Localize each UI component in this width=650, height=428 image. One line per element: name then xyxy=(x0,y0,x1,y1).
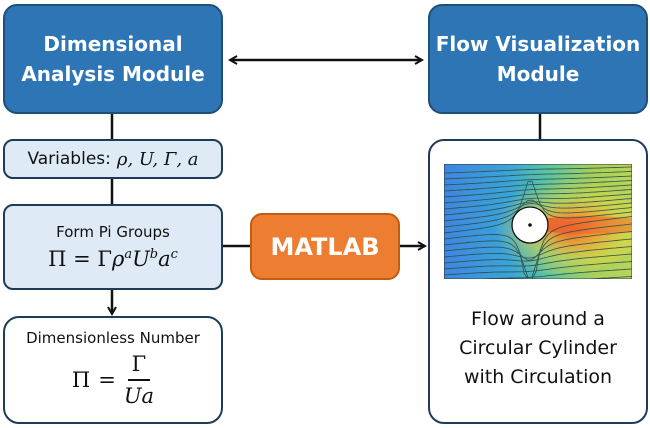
exponent-a: a xyxy=(124,247,133,262)
streamline xyxy=(444,268,632,279)
flow-visualization-title-line1: Flow Visualization xyxy=(435,32,641,56)
numerator: Γ xyxy=(127,349,151,381)
streamline xyxy=(444,184,632,198)
dimensionless-number-box: Dimensionless Number Π = Γ Ua xyxy=(3,316,223,424)
dimensional-analysis-module[interactable]: Dimensional Analysis Module xyxy=(3,4,223,114)
pi-groups-title: Form Pi Groups xyxy=(56,223,170,241)
flow-visualization-box: Flow around a Circular Cylinder with Cir… xyxy=(428,139,648,424)
streamline xyxy=(444,238,632,259)
pi-groups-equation: Π = ΓρaUbac xyxy=(48,247,178,271)
dimensional-analysis-title-line1: Dimensional xyxy=(43,32,183,56)
rho-symbol: ρ xyxy=(111,247,125,271)
pi-symbol: Π xyxy=(48,247,67,271)
gamma-symbol: Γ xyxy=(97,247,112,271)
streamline xyxy=(444,276,632,279)
streamline xyxy=(444,180,632,192)
matlab-label: MATLAB xyxy=(270,232,380,261)
equals-sign: = xyxy=(73,247,91,271)
streamline xyxy=(444,253,632,270)
streamline xyxy=(444,189,632,204)
flow-caption-line1: Flow around a xyxy=(471,308,605,330)
flow-caption: Flow around a Circular Cylinder with Cir… xyxy=(459,305,617,392)
wake-region xyxy=(539,216,632,234)
flow-caption-line2: Circular Cylinder xyxy=(459,337,617,359)
matlab-box[interactable]: MATLAB xyxy=(250,213,400,280)
flow-caption-line3: with Circulation xyxy=(463,366,613,388)
pi-groups-box: Form Pi Groups Π = ΓρaUbac xyxy=(3,204,223,290)
dimensionless-title: Dimensionless Number xyxy=(26,329,200,347)
variables-label: Variables: xyxy=(27,149,111,169)
dimensional-analysis-title-line2: Analysis Module xyxy=(21,62,205,86)
equals-sign: = xyxy=(98,368,116,392)
streamline xyxy=(444,223,632,279)
dimensionless-equation: Π = Γ Ua xyxy=(72,349,154,411)
streamline xyxy=(444,215,632,279)
streamline xyxy=(444,198,632,216)
streamline xyxy=(444,231,632,261)
streamline xyxy=(444,171,632,180)
streamline xyxy=(444,166,632,174)
exponent-b: b xyxy=(149,247,159,262)
a-symbol: a xyxy=(158,247,171,271)
variables-box: Variables: ρ, U, Γ, a xyxy=(3,139,223,179)
denominator: Ua xyxy=(123,384,155,408)
exponent-c: c xyxy=(170,247,178,262)
streamline-plot xyxy=(444,164,632,279)
fraction: Γ Ua xyxy=(124,349,154,411)
cylinder-center xyxy=(528,223,532,227)
u-symbol: U xyxy=(132,247,150,271)
streamlines xyxy=(444,166,632,279)
streamline xyxy=(444,246,632,264)
streamline xyxy=(444,199,632,228)
streamline xyxy=(444,175,632,186)
flow-visualization-module[interactable]: Flow Visualization Module xyxy=(428,4,648,114)
pi-symbol: Π xyxy=(71,368,91,392)
streamline xyxy=(444,261,632,276)
variables-symbols: ρ, U, Γ, a xyxy=(116,148,199,170)
streamline xyxy=(444,180,632,234)
flow-visualization-title-line2: Module xyxy=(496,62,580,86)
